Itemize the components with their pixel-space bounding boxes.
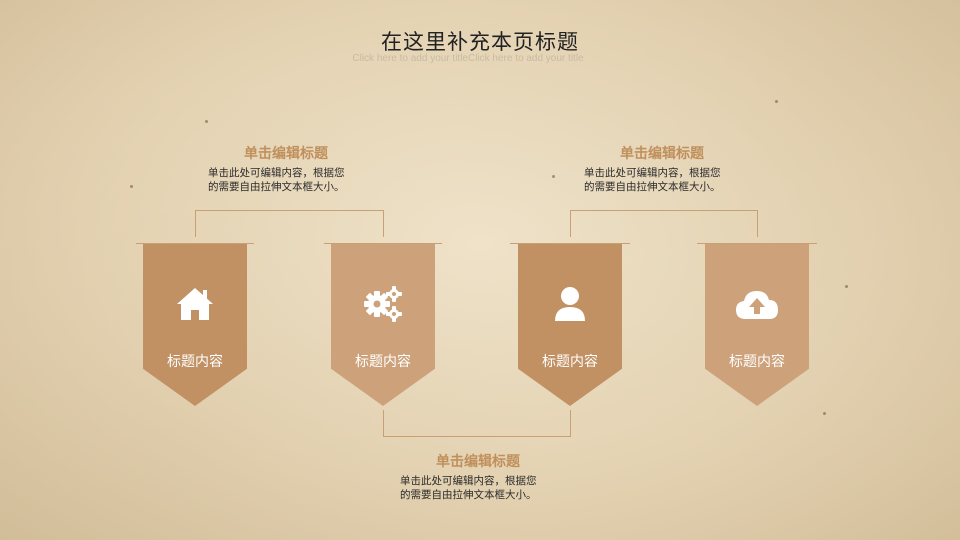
connector-line bbox=[383, 436, 571, 437]
callout-description-line: 的需要自由拉伸文本框大小。 bbox=[584, 181, 721, 193]
gears-icon bbox=[331, 284, 435, 324]
callout-heading[interactable]: 单击编辑标题 bbox=[620, 146, 704, 162]
callout-description[interactable]: 单击此处可编辑内容，根据您 的需要自由拉伸文本框大小。 bbox=[208, 166, 398, 194]
connector-line bbox=[195, 210, 384, 211]
cloud-upload-icon bbox=[705, 284, 809, 324]
paper-speck bbox=[775, 100, 778, 103]
connector-line bbox=[195, 210, 196, 237]
connector-line bbox=[383, 210, 384, 237]
paper-speck bbox=[130, 185, 133, 188]
page-subtitle[interactable]: Click here to add your titleClick here t… bbox=[352, 53, 584, 64]
card-cap-line bbox=[324, 243, 442, 244]
paper-speck bbox=[823, 412, 826, 415]
paper-speck bbox=[845, 285, 848, 288]
callout-description-line: 的需要自由拉伸文本框大小。 bbox=[400, 489, 537, 501]
card-cap-line bbox=[697, 243, 817, 244]
callout-description[interactable]: 单击此处可编辑内容，根据您 的需要自由拉伸文本框大小。 bbox=[584, 166, 774, 194]
callout-description-line: 的需要自由拉伸文本框大小。 bbox=[208, 181, 345, 193]
card-label: 标题内容 bbox=[355, 354, 411, 370]
card-cap-line bbox=[136, 243, 254, 244]
connector-line bbox=[570, 210, 571, 237]
card-label: 标题内容 bbox=[729, 354, 785, 370]
callout-heading[interactable]: 单击编辑标题 bbox=[244, 146, 328, 162]
connector-line bbox=[383, 410, 384, 437]
feature-card-settings[interactable]: 标题内容 bbox=[331, 244, 435, 406]
connector-line bbox=[570, 410, 571, 437]
connector-line bbox=[757, 210, 758, 237]
card-label: 标题内容 bbox=[167, 354, 223, 370]
card-label: 标题内容 bbox=[542, 354, 598, 370]
page-title[interactable]: 在这里补充本页标题 bbox=[381, 30, 579, 54]
feature-card-user[interactable]: 标题内容 bbox=[518, 244, 622, 406]
paper-speck bbox=[552, 175, 555, 178]
feature-card-upload[interactable]: 标题内容 bbox=[705, 244, 809, 406]
user-icon bbox=[518, 284, 622, 324]
home-icon bbox=[143, 284, 247, 324]
feature-card-home[interactable]: 标题内容 bbox=[143, 244, 247, 406]
paper-speck bbox=[205, 120, 208, 123]
callout-description-line: 单击此处可编辑内容，根据您 bbox=[208, 167, 345, 179]
connector-line bbox=[570, 210, 758, 211]
callout-description-line: 单击此处可编辑内容，根据您 bbox=[400, 475, 537, 487]
card-cap-line bbox=[510, 243, 630, 244]
callout-description[interactable]: 单击此处可编辑内容，根据您 的需要自由拉伸文本框大小。 bbox=[400, 474, 590, 502]
callout-heading[interactable]: 单击编辑标题 bbox=[436, 454, 520, 470]
callout-description-line: 单击此处可编辑内容，根据您 bbox=[584, 167, 721, 179]
